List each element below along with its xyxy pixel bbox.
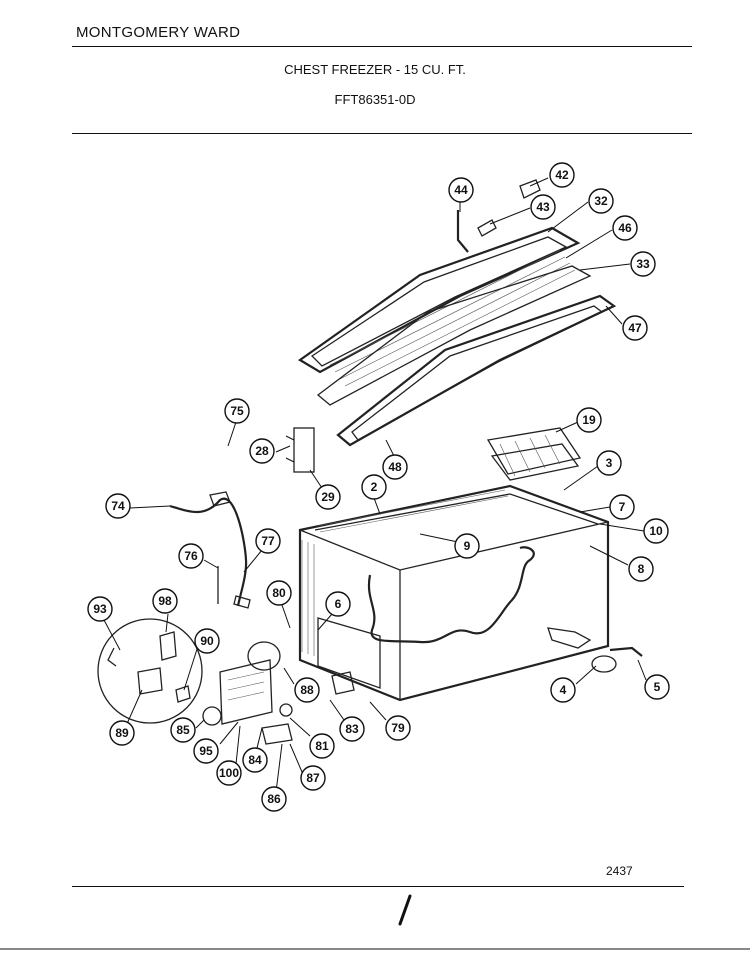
svg-text:48: 48	[388, 460, 402, 474]
svg-text:98: 98	[158, 594, 172, 608]
callout-47: 47	[622, 315, 648, 341]
callout-48: 48	[382, 454, 408, 480]
hinge	[285, 427, 315, 473]
callout-79: 79	[385, 715, 411, 741]
svg-text:8: 8	[638, 562, 645, 576]
callout-46: 46	[612, 215, 638, 241]
svg-text:29: 29	[321, 490, 335, 504]
callout-4: 4	[550, 677, 576, 703]
cabinet-body	[298, 484, 610, 702]
svg-text:89: 89	[115, 726, 129, 740]
drain-hose	[591, 646, 643, 673]
callout-7: 7	[609, 494, 635, 520]
model-number: FFT86351-0D	[334, 92, 416, 107]
header-rule-top	[72, 46, 692, 47]
svg-text:77: 77	[261, 534, 275, 548]
svg-text:88: 88	[300, 683, 314, 697]
svg-text:84: 84	[248, 753, 262, 767]
callout-80: 80	[266, 580, 292, 606]
callout-76: 76	[178, 543, 204, 569]
svg-text:19: 19	[582, 413, 596, 427]
callout-2: 2	[361, 474, 387, 500]
svg-text:75: 75	[230, 404, 244, 418]
svg-text:93: 93	[93, 602, 107, 616]
callout-90: 90	[194, 628, 220, 654]
callout-81: 81	[309, 733, 335, 759]
callout-8: 8	[628, 556, 654, 582]
callout-9: 9	[454, 533, 480, 559]
lid-assembly	[297, 226, 617, 447]
svg-text:74: 74	[111, 499, 125, 513]
callout-93: 93	[87, 596, 113, 622]
svg-text:80: 80	[272, 586, 286, 600]
callout-85: 85	[170, 717, 196, 743]
callout-42: 42	[549, 162, 575, 188]
svg-text:95: 95	[199, 744, 213, 758]
callout-3: 3	[596, 450, 622, 476]
callout-33: 33	[630, 251, 656, 277]
callout-10: 10	[643, 518, 669, 544]
header-rule-bottom	[72, 133, 692, 134]
callout-75: 75	[224, 398, 250, 424]
svg-text:85: 85	[176, 723, 190, 737]
callout-100: 100	[216, 760, 242, 786]
callout-74: 74	[105, 493, 131, 519]
svg-text:42: 42	[555, 168, 569, 182]
svg-text:6: 6	[335, 597, 342, 611]
svg-text:83: 83	[345, 722, 359, 736]
callout-86: 86	[261, 786, 287, 812]
svg-text:32: 32	[594, 194, 608, 208]
svg-text:76: 76	[184, 549, 198, 563]
callout-32: 32	[588, 188, 614, 214]
lid-handle-parts	[456, 179, 541, 253]
callout-77: 77	[255, 528, 281, 554]
svg-text:86: 86	[267, 792, 281, 806]
svg-text:100: 100	[219, 766, 239, 780]
page-code: 2437	[606, 864, 633, 878]
svg-text:4: 4	[560, 683, 567, 697]
svg-text:28: 28	[255, 444, 269, 458]
callout-6: 6	[325, 591, 351, 617]
brand-name: MONTGOMERY WARD	[76, 24, 241, 41]
svg-text:79: 79	[391, 721, 405, 735]
callout-19: 19	[576, 407, 602, 433]
callout-5: 5	[644, 674, 670, 700]
callout-88: 88	[294, 677, 320, 703]
callout-28: 28	[249, 438, 275, 464]
svg-text:7: 7	[619, 500, 626, 514]
callout-84: 84	[242, 747, 268, 773]
svg-text:33: 33	[636, 257, 650, 271]
svg-text:46: 46	[618, 221, 632, 235]
callout-87: 87	[300, 765, 326, 791]
relay-inset	[97, 618, 203, 724]
svg-text:87: 87	[306, 771, 320, 785]
svg-text:43: 43	[536, 200, 550, 214]
svg-text:44: 44	[454, 183, 468, 197]
svg-text:47: 47	[628, 321, 642, 335]
svg-text:2: 2	[371, 480, 378, 494]
callout-43: 43	[530, 194, 556, 220]
callout-44: 44	[448, 177, 474, 203]
svg-text:9: 9	[464, 539, 471, 553]
svg-text:81: 81	[315, 739, 329, 753]
diagram-title: CHEST FREEZER - 15 CU. FT.	[284, 62, 466, 77]
compressor-assembly	[202, 641, 355, 745]
wire-basket	[486, 427, 582, 481]
callout-95: 95	[193, 738, 219, 764]
callout-98: 98	[152, 588, 178, 614]
svg-text:5: 5	[654, 680, 661, 694]
wiring-harness	[169, 491, 251, 609]
footer-rule	[72, 886, 684, 887]
svg-text:10: 10	[649, 524, 663, 538]
callout-83: 83	[339, 716, 365, 742]
callout-29: 29	[315, 484, 341, 510]
svg-text:90: 90	[200, 634, 214, 648]
callout-89: 89	[109, 720, 135, 746]
svg-text:3: 3	[606, 456, 613, 470]
